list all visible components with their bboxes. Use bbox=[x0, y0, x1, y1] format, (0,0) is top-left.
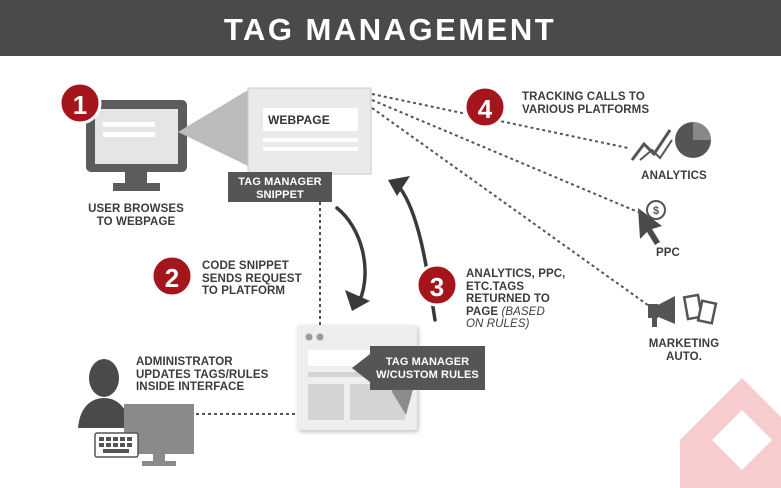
snippet-badge bbox=[228, 172, 332, 202]
step-2-badge: 2 bbox=[150, 254, 194, 298]
webpage-title: WEBPAGE bbox=[268, 113, 330, 127]
admin-computer bbox=[94, 404, 194, 466]
megaphone-icon bbox=[648, 293, 718, 327]
step-3-badge: 3 bbox=[415, 263, 459, 307]
step-3-label: ANALYTICS, PPC, ETC.TAGS RETURNED TO PAG… bbox=[466, 268, 566, 330]
step-4-badge: 4 bbox=[463, 85, 507, 129]
cursor-dollar-icon: $ bbox=[638, 200, 666, 245]
monitor-icon bbox=[86, 100, 187, 191]
user-silhouette-icon bbox=[78, 359, 130, 428]
platform-badge bbox=[370, 346, 485, 390]
svg-text:3: 3 bbox=[430, 272, 444, 302]
analytics-label: ANALYTICS bbox=[641, 170, 707, 182]
chart-icon bbox=[630, 122, 711, 161]
zoom-cone bbox=[178, 90, 248, 166]
svg-text:$: $ bbox=[653, 205, 659, 217]
dotted-connectors bbox=[196, 93, 653, 415]
brand-logo-icon bbox=[680, 378, 781, 488]
svg-text:4: 4 bbox=[478, 94, 493, 124]
step-1-badge: 1 bbox=[58, 81, 102, 125]
svg-text:1: 1 bbox=[73, 90, 87, 120]
ppc-label: PPC bbox=[656, 247, 680, 259]
arrow-head-down bbox=[345, 290, 370, 311]
svg-text:2: 2 bbox=[165, 263, 179, 293]
webpage-box bbox=[247, 87, 372, 175]
header-bar bbox=[0, 0, 781, 56]
arrow-head-up bbox=[388, 176, 410, 196]
page-title: TAG MANAGEMENT bbox=[224, 12, 556, 47]
